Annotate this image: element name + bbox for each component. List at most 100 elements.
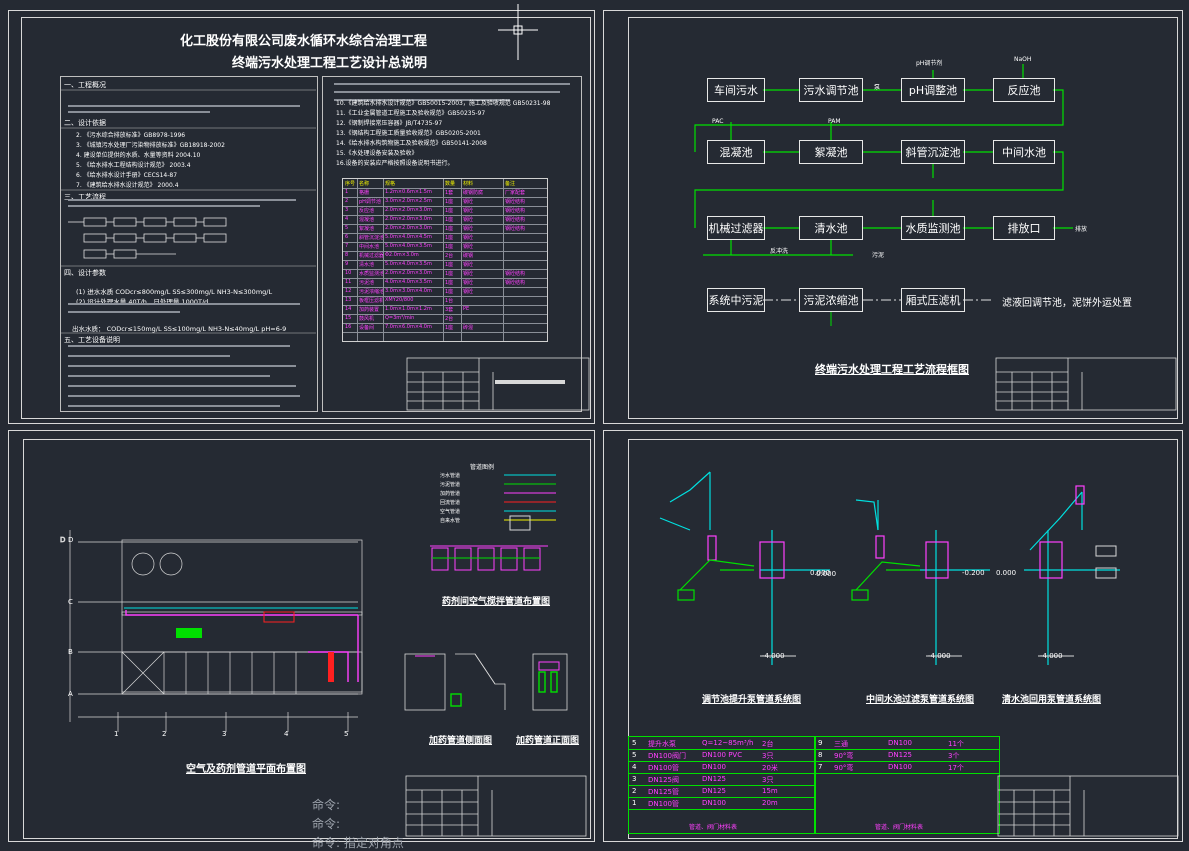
section-heading: 一、工程概况 (64, 81, 106, 89)
crosshair-cursor-icon (498, 4, 538, 60)
equipment-table-cell: pH调节池 (359, 199, 381, 205)
table-row-rule (629, 749, 815, 750)
equipment-table-cell: XMY20/800 (385, 297, 414, 303)
spec-line: 13.《钢结构工程施工质量验收规范》GB50205-2001 (336, 130, 481, 137)
sheet1-left-text-lines (60, 89, 316, 407)
system1-title: 调节池提升泵管道系统图 (702, 695, 802, 705)
equipment-table-header-cell: 序号 (345, 181, 356, 187)
process-flow-connectors (694, 64, 1073, 326)
equipment-table-cell: 2.0m×2.0m×3.0m (385, 270, 432, 276)
equipment-table-cell: 2.0m×2.0m×3.0m (385, 225, 432, 231)
outfall-label: 排放 (1075, 226, 1088, 233)
table-row-rule (343, 296, 547, 297)
material-table-cell: 三通 (834, 740, 848, 748)
equipment-table-cell: 3.0m×3.0m×4.0m (385, 288, 432, 294)
equipment-table-header-cell: 材料 (463, 181, 474, 187)
command-line[interactable]: 命令: (312, 798, 341, 812)
material-table-cell: 5 (632, 739, 637, 747)
axis-number: 3 (222, 730, 227, 738)
section-heading: 三、工艺流程 (64, 193, 106, 201)
equipment-table-cell: 钢砼结构 (505, 226, 526, 232)
system3-title: 清水池回用泵管道系统图 (1002, 695, 1102, 705)
command-line[interactable]: 命令: (312, 817, 341, 831)
table-row-rule (343, 269, 547, 270)
equipment-table-cell: 钢砼 (463, 280, 474, 286)
table-row-rule (343, 278, 547, 279)
legend-item: 回流管道 (440, 500, 461, 506)
dosing-side-view (404, 653, 568, 711)
flow-box-reaction-tank: 反应池 (993, 78, 1055, 102)
material-table-cell: 3 (632, 775, 637, 783)
mini-flow-diagram (68, 217, 227, 259)
axis-number: 4 (284, 730, 289, 738)
sheet-inner-frame (21, 17, 591, 419)
equipment-table-cell: 加药装置 (359, 307, 380, 313)
equipment-table-cell: 钢砼结构 (505, 199, 526, 205)
inflow-quality: (1) 进水水质 CODcr≤800mg/L SS≤300mg/L NH3-N≤… (76, 288, 273, 296)
sheet-inner-frame (628, 17, 1178, 419)
table-row-rule (343, 233, 547, 234)
spec-line: 16.设备的安装应严格按照设备说明书进行。 (336, 160, 454, 167)
material-table-cell: 提升水泵 (648, 740, 676, 748)
room-air-drawing (430, 515, 548, 571)
equipment-table-cell: 7.0m×6.0m×4.0m (385, 324, 432, 330)
equipment-table-cell: 机械过滤器 (359, 253, 385, 259)
equipment-table-cell: 2台 (445, 316, 454, 322)
command-input[interactable]: 命令: 指定对角点 (312, 836, 404, 850)
equipment-table-cell: 5.0m×4.0m×4.5m (385, 234, 432, 240)
equipment-table-cell: 1.0m×1.0m×1.2m (385, 306, 432, 312)
standard-line: 5. 《给水排水工程结构设计规范》 2003.4 (76, 162, 191, 169)
equipment-table-cell: PE (463, 306, 470, 312)
material-table-cell: DN100 (888, 763, 912, 771)
title-block (997, 775, 1179, 837)
table-row-rule (629, 809, 815, 810)
equipment-table-cell: 钢砼 (463, 262, 474, 268)
table-row-rule (815, 761, 999, 762)
equipment-table-cell: 板框压滤机 (359, 298, 385, 304)
standard-line: 3. 《城镇污水处理厂污染物排放标准》GB18918-2002 (76, 142, 225, 149)
equipment-table-cell: 12 (345, 288, 352, 294)
pipe-system-drawings: 0.000 (659, 471, 1120, 665)
sheet-air-and-dosing-plan (8, 430, 595, 842)
reagent-label: PAM (828, 118, 841, 125)
material-table-cell: 11个 (948, 740, 964, 748)
material-table-cell: 4 (632, 763, 637, 771)
equipment-table-cell: 6 (345, 234, 349, 240)
sheet-inner-frame (23, 439, 591, 839)
pump-label: 泵 (874, 84, 881, 91)
spec-line: 15.《水处理设备安装及验收》 (336, 150, 418, 157)
material-table-cell: DN125 (888, 751, 912, 759)
equipment-table-cell: 鼓风机 (359, 316, 375, 322)
table-col-rule (443, 179, 444, 341)
flow-box-workshop-wastewater: 车间污水 (707, 78, 765, 102)
table-col-rule (461, 179, 462, 341)
flow-box-outfall: 排放口 (993, 216, 1055, 240)
table-col-rule (503, 179, 504, 341)
section-heading: 二、设计依据 (64, 119, 106, 127)
spec-line: 14.《给水排水构筑物施工及验收规范》GB50141-2008 (336, 140, 487, 147)
equipment-table-cell: 5.0m×4.0m×3.5m (385, 243, 432, 249)
equipment-table-cell: 1座 (445, 217, 454, 223)
table-row-rule (629, 761, 815, 762)
backwash-label: 反冲洗 (770, 248, 789, 255)
table-row-rule (343, 242, 547, 243)
table-row-rule (343, 260, 547, 261)
title-block (406, 357, 590, 411)
sheet1-left-column (60, 76, 318, 412)
elevation-label: 0.000 (816, 570, 836, 578)
axis-label: C (68, 598, 73, 606)
side-view-title: 加药管道侧面图 (429, 736, 493, 746)
table-row-rule (629, 797, 815, 798)
material-table-cell: 5 (632, 751, 637, 759)
equipment-table-cell: 1 (345, 189, 349, 195)
flow-box-clear-water-tank: 清水池 (799, 216, 863, 240)
material-table-cell: 1 (632, 799, 637, 807)
table-row-rule (343, 224, 547, 225)
table-row-rule (815, 749, 999, 750)
equipment-table-cell: 碳钢 (463, 253, 474, 259)
material-table-cell: DN125 (702, 787, 726, 795)
material-table-cell: 8 (818, 751, 823, 759)
table-row-rule (343, 197, 547, 198)
material-table-cell: DN100 (702, 799, 726, 807)
